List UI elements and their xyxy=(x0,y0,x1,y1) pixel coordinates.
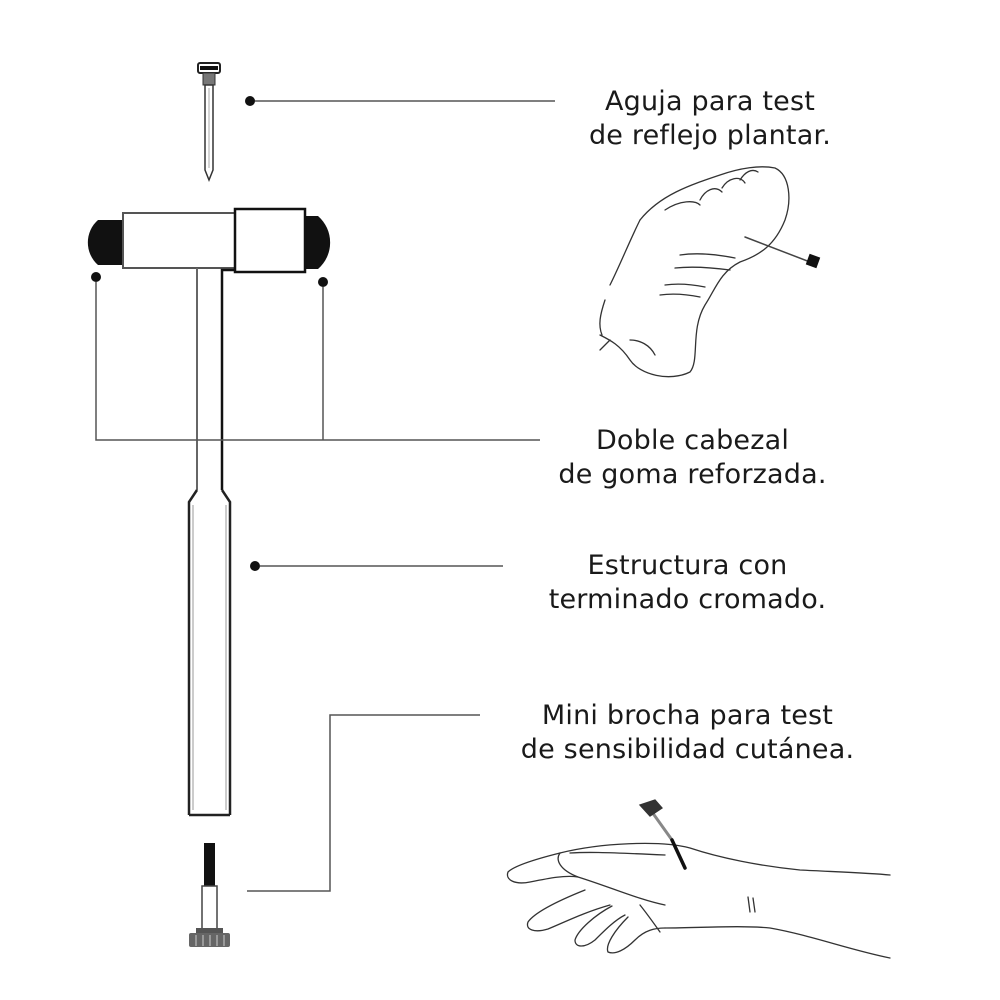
callout-brush-line2: de sensibilidad cutánea. xyxy=(520,734,855,765)
brush-leader-line xyxy=(247,714,480,892)
callout-needle-line1: Aguja para test xyxy=(604,86,816,117)
callout-structure-label: Estructura con terminado cromado. xyxy=(505,549,870,617)
callout-brush-line1: Mini brocha para test xyxy=(541,700,834,731)
heads-leader-line xyxy=(91,272,540,441)
hammer-head-icon xyxy=(87,207,331,274)
callout-brush-label: Mini brocha para test de sensibilidad cu… xyxy=(480,699,895,767)
callout-heads-label: Doble cabezal de goma reforzada. xyxy=(520,424,865,492)
callout-heads-line2: de goma reforzada. xyxy=(558,459,827,490)
callout-structure-line2: terminado cromado. xyxy=(548,584,827,615)
structure-leader-line xyxy=(250,561,503,571)
callout-needle-label: Aguja para test de reflejo plantar. xyxy=(560,85,860,153)
foot-with-needle-icon xyxy=(599,166,821,378)
needle-leader-line xyxy=(245,96,555,106)
needle-icon xyxy=(197,62,221,183)
hand-with-brush-icon xyxy=(506,799,891,959)
callout-structure-line1: Estructura con xyxy=(587,550,788,581)
brush-icon xyxy=(189,843,230,947)
callout-needle-line2: de reflejo plantar. xyxy=(588,120,832,151)
hammer-shaft-icon xyxy=(187,268,235,817)
callout-heads-line1: Doble cabezal xyxy=(595,425,790,456)
